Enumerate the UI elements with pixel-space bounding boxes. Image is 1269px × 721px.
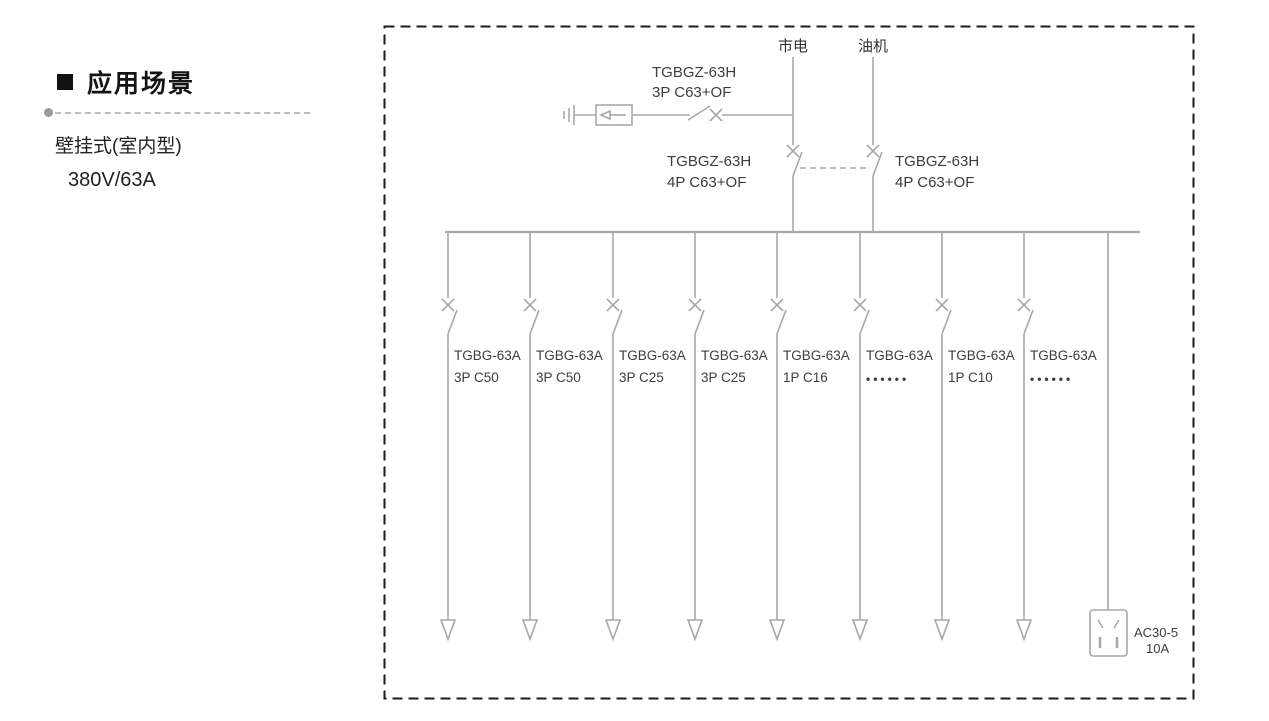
socket-spec-label: 10A (1146, 641, 1169, 656)
divider-dash-line (55, 111, 310, 114)
spd-branch: TGBGZ-63H 3P C63+OF (563, 64, 793, 126)
feeder-model-label: TGBG-63A (866, 348, 933, 363)
transfer-right-model-label: TGBGZ-63H (895, 153, 979, 170)
ground-icon (563, 105, 575, 125)
diagram-frame (383, 25, 1195, 700)
feeder-branch-7: TGBG-63A 1P C10 (933, 232, 1015, 642)
load-arrow-icon (686, 619, 704, 642)
feeder-spec-label: 3P C25 (619, 370, 664, 385)
divider-dot-icon (44, 108, 53, 117)
spd-breaker-model-label: TGBGZ-63H (652, 64, 736, 81)
feeder-branch-5: TGBG-63A 1P C16 (768, 232, 850, 642)
feeder-model-label: TGBG-63A (619, 348, 686, 363)
feeder-spec-label: 3P C50 (454, 370, 499, 385)
feeder-model-label: TGBG-63A (783, 348, 850, 363)
load-arrow-icon (1015, 619, 1033, 642)
load-arrow-icon (768, 619, 786, 642)
feeder-breaker-icon (770, 298, 787, 335)
socket-model-label: AC30-5 (1134, 625, 1178, 640)
feeder-breaker-icon (935, 298, 952, 335)
page-title: 应用场景 (87, 70, 196, 98)
application-scenario-panel: 应用场景 壁挂式(室内型) 380V/63A (0, 0, 380, 721)
feeder-spec-label: 3P C50 (536, 370, 581, 385)
feeder-model-label: TGBG-63A (701, 348, 768, 363)
socket-branch: AC30-5 10A (1089, 232, 1178, 657)
feeder-spec-label: •••••• (1030, 372, 1073, 386)
feeder-branch-8: TGBG-63A •••••• (1015, 232, 1097, 642)
feeder-branch-3: TGBG-63A 3P C25 (604, 232, 686, 642)
feeder-breaker-icon (523, 298, 540, 335)
feeder-spec-label: 3P C25 (701, 370, 746, 385)
socket-icon (1089, 609, 1128, 657)
subtitle-mounting: 壁挂式(室内型) (55, 136, 182, 157)
feeder-breaker-icon (606, 298, 623, 335)
feeder-branch-1: TGBG-63A 3P C50 (439, 232, 521, 642)
feeder-model-label: TGBG-63A (948, 348, 1015, 363)
dashed-divider (44, 108, 310, 117)
mains-source-label: 市电 (778, 38, 808, 55)
subtitle-rating: 380V/63A (68, 169, 156, 191)
feeder-model-label: TGBG-63A (1030, 348, 1097, 363)
load-arrow-icon (933, 619, 951, 642)
transfer-left-model-label: TGBGZ-63H (667, 153, 751, 170)
transfer-breaker-right-icon (866, 144, 883, 177)
feeder-breaker-icon (441, 298, 458, 335)
load-arrow-icon (851, 619, 869, 642)
spd-breaker-icon (687, 105, 723, 122)
transfer-breaker-left-icon (786, 144, 803, 177)
transfer-left-spec-label: 4P C63+OF (667, 174, 746, 191)
load-arrow-icon (439, 619, 457, 642)
generator-feed-line (866, 57, 883, 232)
load-arrow-icon (604, 619, 622, 642)
feeder-branch-6: TGBG-63A •••••• (851, 232, 933, 642)
feeder-model-label: TGBG-63A (536, 348, 603, 363)
feeder-breaker-icon (688, 298, 705, 335)
feeder-spec-label: 1P C16 (783, 370, 828, 385)
title-bullet-icon (57, 74, 73, 90)
section-title-row: 应用场景 (57, 64, 195, 100)
feeder-breaker-icon (1017, 298, 1034, 335)
surge-arrester-icon (595, 104, 633, 126)
mains-feed-line (786, 57, 803, 232)
feeder-spec-label: 1P C10 (948, 370, 993, 385)
feeder-model-label: TGBG-63A (454, 348, 521, 363)
feeder-branch-4: TGBG-63A 3P C25 (686, 232, 768, 642)
feeder-branch-2: TGBG-63A 3P C50 (521, 232, 603, 642)
spd-breaker-spec-label: 3P C63+OF (652, 84, 731, 101)
load-arrow-icon (521, 619, 539, 642)
feeder-breaker-icon (853, 298, 870, 335)
feeder-spec-label: •••••• (866, 372, 909, 386)
transfer-right-spec-label: 4P C63+OF (895, 174, 974, 191)
generator-source-label: 油机 (858, 38, 888, 55)
